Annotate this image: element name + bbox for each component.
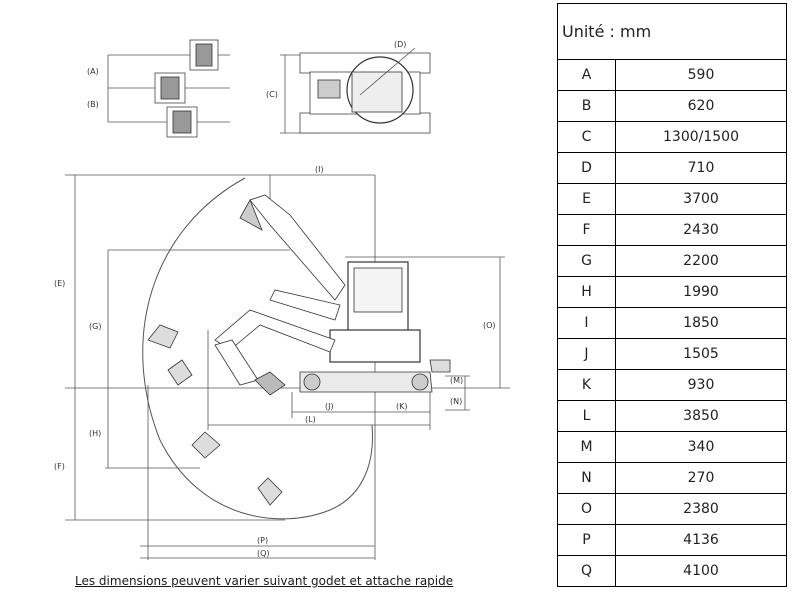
excavator-dimension-drawing: (A) (B) (C) (D) (E) (F) (G) (H) (I) (J) …	[54, 39, 510, 560]
table-unit-header: Unité : mm	[557, 3, 787, 60]
label-o: (O)	[483, 321, 496, 330]
label-h: (H)	[89, 429, 101, 438]
dimension-key: P	[557, 524, 616, 556]
dimension-key: N	[557, 462, 616, 494]
dimension-key: C	[557, 121, 616, 153]
label-e: (E)	[54, 279, 65, 288]
label-g: (G)	[89, 322, 101, 331]
label-i: (I)	[315, 165, 324, 174]
dimension-key: K	[557, 369, 616, 401]
dimension-key: J	[557, 338, 616, 370]
boom-swing-views	[107, 39, 230, 138]
dimension-key: G	[557, 245, 616, 277]
label-d: (D)	[394, 40, 406, 49]
dimension-value: 710	[615, 152, 787, 184]
label-l: (L)	[305, 415, 316, 424]
label-k: (K)	[396, 402, 408, 411]
dimension-value: 4100	[615, 555, 787, 587]
dimension-value: 340	[615, 431, 787, 463]
dimension-value: 2430	[615, 214, 787, 246]
dimension-key: E	[557, 183, 616, 215]
dimension-value: 3700	[615, 183, 787, 215]
caption: Les dimensions peuvent varier suivant go…	[75, 574, 454, 588]
dimension-value: 2200	[615, 245, 787, 277]
label-p: (P)	[257, 536, 268, 545]
dimension-value: 1990	[615, 276, 787, 308]
dimension-key: D	[557, 152, 616, 184]
label-q: (Q)	[257, 549, 270, 558]
table-header-row: Unité : mm	[557, 3, 787, 60]
dimension-value: 1850	[615, 307, 787, 339]
label-f: (F)	[54, 462, 65, 471]
label-j: (J)	[325, 402, 334, 411]
dimension-key: I	[557, 307, 616, 339]
label-n: (N)	[450, 397, 462, 406]
label-a: (A)	[87, 67, 99, 76]
plan-view	[280, 47, 431, 134]
dimension-value: 930	[615, 369, 787, 401]
dimension-value: 3850	[615, 400, 787, 432]
dimension-key: A	[557, 59, 616, 91]
dimension-value: 4136	[615, 524, 787, 556]
dimension-key: H	[557, 276, 616, 308]
dimension-value: 590	[615, 59, 787, 91]
dimension-key: Q	[557, 555, 616, 587]
label-m: (M)	[450, 376, 463, 385]
dimension-key: L	[557, 400, 616, 432]
dimension-key: F	[557, 214, 616, 246]
reach-envelope	[142, 177, 373, 520]
label-b: (B)	[87, 100, 99, 109]
dimension-value: 270	[615, 462, 787, 494]
excavator-side-view	[147, 194, 451, 506]
dimension-key: M	[557, 431, 616, 463]
label-c: (C)	[266, 90, 278, 99]
dimension-key: O	[557, 493, 616, 525]
dimension-value: 620	[615, 90, 787, 122]
dimension-value: 1300/1500	[615, 121, 787, 153]
dimension-value: 2380	[615, 493, 787, 525]
dimension-value: 1505	[615, 338, 787, 370]
dimension-key: B	[557, 90, 616, 122]
